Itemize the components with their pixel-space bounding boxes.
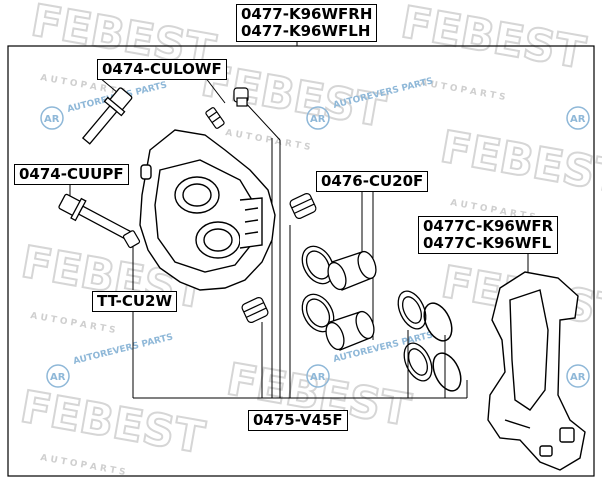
bushing-part (122, 230, 141, 249)
label-piston: 0476-CU20F (316, 171, 429, 192)
dust-boot-ring-2 (403, 342, 433, 382)
ar-logo-6: AR (566, 364, 590, 388)
piston-2 (325, 310, 375, 351)
piston-1 (327, 250, 377, 291)
label-seal-kit: 0475-V45F (248, 410, 348, 431)
piston-seal-ring-1 (301, 245, 335, 285)
leader-lines (69, 9, 529, 399)
boot-upper (289, 193, 317, 219)
watermark-tagline-4: A U T O P A R T S (29, 311, 116, 336)
svg-text:AR: AR (570, 114, 586, 125)
watermark-febest-4: FEBEST (436, 120, 602, 204)
svg-text:FEBEST: FEBEST (17, 381, 208, 463)
seal-ring-2 (432, 352, 462, 392)
label-caliper-rh: 0477-K96WFRH (241, 5, 373, 23)
label-guide-lower: 0474-CULOWF (97, 59, 227, 80)
seal-ring-1 (423, 302, 453, 342)
label-caliper-lh: 0477-K96WFLH (241, 22, 371, 40)
caliper-body (139, 129, 276, 291)
ar-site-4: AUTOREVERS PARTS (72, 332, 174, 366)
dust-boot-ring-1 (397, 290, 427, 330)
svg-text:AR: AR (310, 114, 326, 125)
ar-logo-4: AR AUTOREVERS PARTS (46, 332, 174, 388)
svg-text:AR: AR (570, 372, 586, 383)
watermark-tagline-3: A U T O P A R T S (224, 128, 311, 153)
svg-text:AR: AR (50, 372, 66, 383)
label-bracket-r-l: 0477C-K96WFR 0477C-K96WFL (418, 216, 559, 254)
watermark-tagline-6: A U T O P A R T S (39, 453, 126, 478)
label-bushing: TT-CU2W (92, 291, 177, 312)
caliper-bracket (487, 271, 586, 471)
label-guide-upper: 0474-CUUPF (14, 164, 129, 185)
label-bracket-l: 0477C-K96WFL (423, 234, 552, 252)
guide-pin-upper-part (58, 193, 133, 241)
boot-lower (241, 297, 269, 323)
svg-text:AR: AR (44, 114, 60, 125)
svg-text:AR: AR (310, 372, 326, 383)
guide-pin-lower-part (81, 87, 133, 145)
bleeder-screw (205, 107, 225, 129)
watermark-febest-2: FEBEST (396, 0, 589, 80)
label-caliper-rh-lh: 0477-K96WFRH 0477-K96WFLH (236, 4, 378, 42)
svg-text:FEBEST: FEBEST (397, 0, 588, 79)
svg-text:FEBEST: FEBEST (437, 121, 602, 203)
ar-logo-3: AR (566, 106, 590, 130)
dust-cap-top (233, 87, 249, 107)
label-bracket-r: 0477C-K96WFR (423, 217, 554, 235)
watermark-febest-7: FEBEST (16, 380, 209, 464)
diagram-frame (7, 45, 595, 477)
